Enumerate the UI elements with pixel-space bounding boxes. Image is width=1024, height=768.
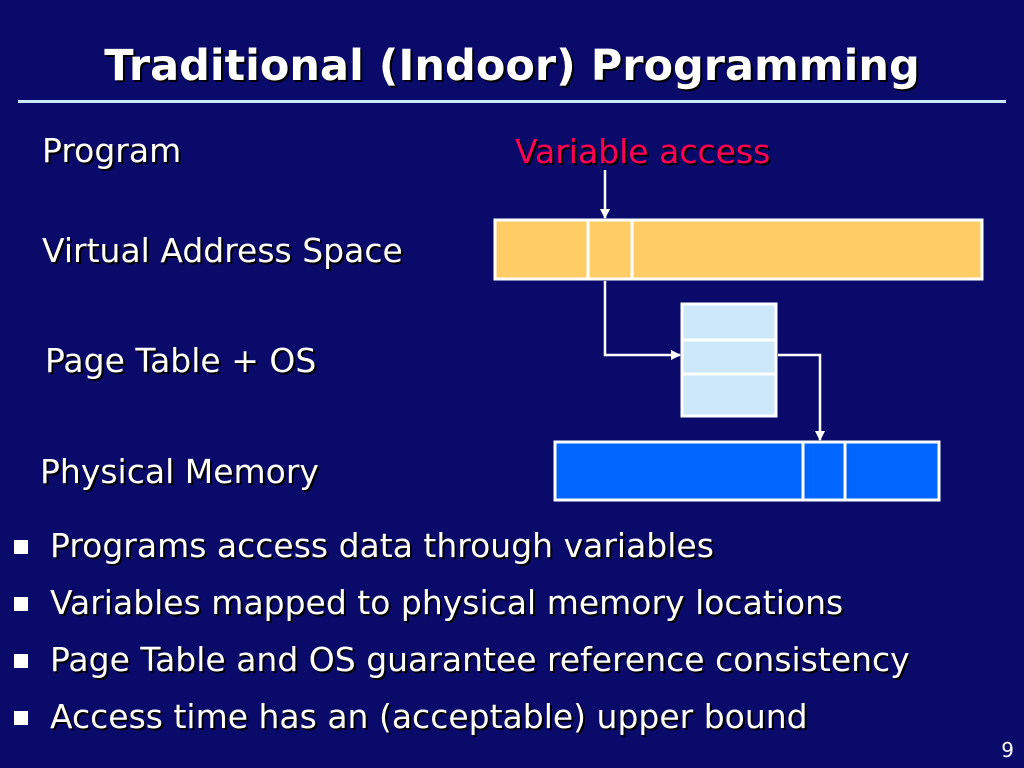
bullet-square-icon	[14, 597, 28, 611]
bullet-square-icon	[14, 540, 28, 554]
bullet-list: Programs access data through variables V…	[12, 522, 910, 750]
physical-memory-bar	[553, 440, 941, 502]
page-table-block	[680, 302, 778, 418]
title-underline	[18, 100, 1006, 103]
virtual-to-page-table-arrow	[603, 281, 681, 360]
bullet-text: Variables mapped to physical memory loca…	[50, 583, 844, 622]
bullet-text: Access time has an (acceptable) upper bo…	[50, 697, 808, 736]
virtual-space-block	[493, 218, 984, 281]
bullet-square-icon	[14, 711, 28, 725]
bullet-text: Page Table and OS guarantee reference co…	[50, 640, 910, 679]
page-number: 9	[1001, 738, 1014, 762]
page-table-to-physical-arrow	[778, 353, 825, 441]
program-label: Program	[42, 131, 182, 170]
variable-access-label: Variable access	[515, 132, 771, 171]
physical-memory-block	[553, 440, 941, 502]
page-table-os-label: Page Table + OS	[45, 341, 317, 380]
bullet-item: Programs access data through variables	[12, 522, 910, 579]
bullet-item: Page Table and OS guarantee reference co…	[12, 636, 910, 693]
slide-title: Traditional (Indoor) Programming	[104, 41, 920, 91]
bullet-text: Programs access data through variables	[50, 526, 714, 565]
virtual-address-space-bar	[493, 218, 984, 281]
bullet-item: Variables mapped to physical memory loca…	[12, 579, 910, 636]
page-table-frame	[680, 302, 778, 418]
bullet-item: Access time has an (acceptable) upper bo…	[12, 693, 910, 750]
bullet-square-icon	[14, 654, 28, 668]
virtual-address-space-label: Virtual Address Space	[42, 231, 403, 270]
physical-memory-label: Physical Memory	[40, 452, 319, 491]
